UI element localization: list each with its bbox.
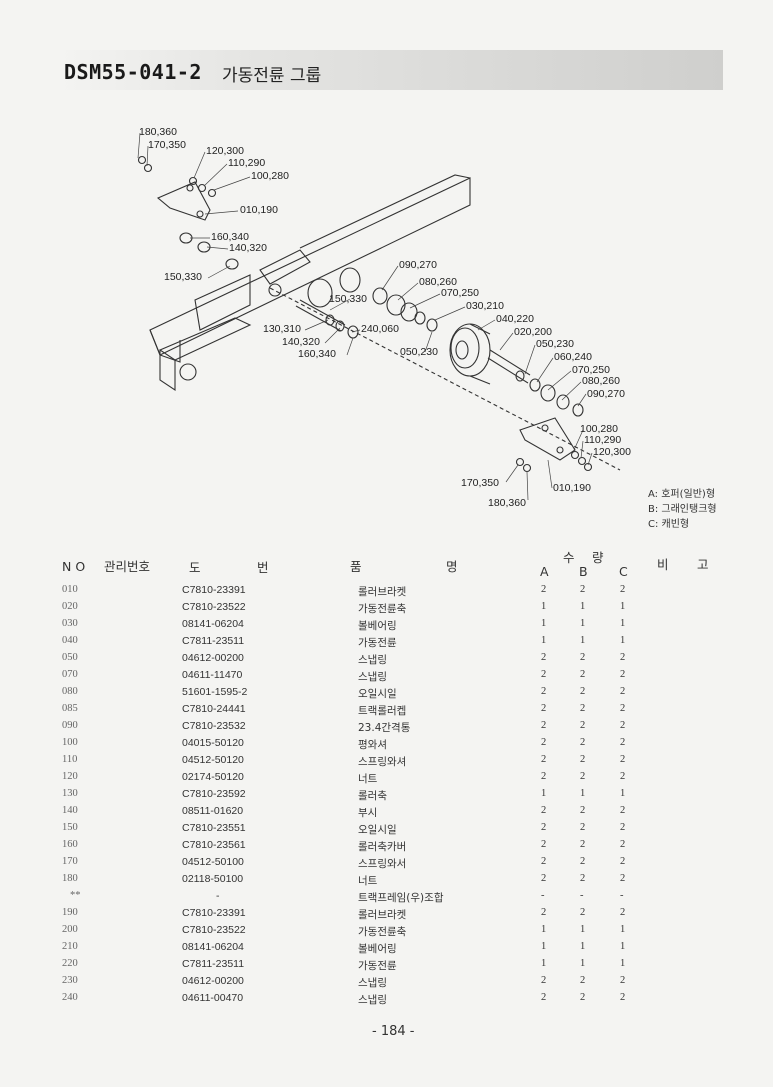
callout-label: 160,340 bbox=[211, 231, 249, 243]
callout-label: 080,260 bbox=[419, 276, 457, 288]
callout-label: 240,060 bbox=[361, 323, 399, 335]
callout-label: 070,250 bbox=[572, 364, 610, 376]
variant-legend: A: 호퍼(일반)형 B: 그래인탱크형 C: 캐빈형 bbox=[648, 487, 717, 532]
callout-label: 090,270 bbox=[399, 259, 437, 271]
exploded-diagram bbox=[137, 132, 621, 501]
callout-label: 050,230 bbox=[536, 338, 574, 350]
roller-bracket-bottom bbox=[519, 417, 576, 461]
legend-c: C: 캐빈형 bbox=[648, 519, 690, 530]
header-col-b: B bbox=[579, 564, 588, 579]
callout-label: 070,250 bbox=[441, 287, 479, 299]
callout-label: 120,300 bbox=[206, 145, 244, 157]
callout-label: 170,350 bbox=[148, 139, 186, 151]
header-col-a: A bbox=[540, 564, 549, 579]
callout-label: 080,260 bbox=[582, 375, 620, 387]
callout-label: 030,210 bbox=[466, 300, 504, 312]
callout-label: 020,200 bbox=[514, 326, 552, 338]
callout-label: 040,220 bbox=[496, 313, 534, 325]
legend-b: B: 그래인탱크형 bbox=[648, 504, 717, 515]
group-code: DSM55-041-2 bbox=[64, 60, 202, 84]
header-drawing-1: 도 bbox=[189, 560, 201, 575]
callout-label: 120,300 bbox=[593, 446, 631, 458]
header-remarks-1: 비 bbox=[657, 557, 669, 572]
group-name: 가동전륜 그룹 bbox=[222, 66, 322, 86]
callout-label: 090,270 bbox=[587, 388, 625, 400]
callout-label: 150,330 bbox=[164, 271, 202, 283]
header-name-2: 명 bbox=[446, 559, 458, 574]
header-col-c: C bbox=[619, 564, 628, 579]
header-qty-1: 수 bbox=[563, 550, 575, 565]
frame-box bbox=[158, 317, 252, 361]
header-qty-2: 량 bbox=[592, 550, 604, 565]
callout-label: 100,280 bbox=[580, 423, 618, 435]
callout-label: 180,360 bbox=[488, 497, 526, 509]
page-number: - 184 - bbox=[372, 1024, 415, 1039]
callout-label: 180,360 bbox=[139, 126, 177, 138]
callout-label: 170,350 bbox=[461, 477, 499, 489]
header-band bbox=[58, 50, 723, 90]
callout-label: 140,320 bbox=[229, 242, 267, 254]
callout-label: 130,310 bbox=[263, 323, 301, 335]
table-row: **-트랙프레임(우)조합--- bbox=[70, 890, 624, 904]
header-name-1: 품 bbox=[350, 559, 362, 574]
header-no: N O bbox=[62, 559, 86, 574]
header-remarks-2: 고 bbox=[697, 557, 709, 572]
callout-label: 160,340 bbox=[298, 348, 336, 360]
callout-label: 110,290 bbox=[228, 157, 266, 169]
header-mgmt-no: 관리번호 bbox=[104, 559, 151, 574]
callout-label: 150,330 bbox=[329, 293, 367, 305]
roller-bracket-top bbox=[156, 181, 211, 221]
callout-label: 010,190 bbox=[553, 482, 591, 494]
callout-label: 110,290 bbox=[584, 434, 622, 446]
frame-hole bbox=[179, 363, 197, 381]
callout-label: 010,190 bbox=[240, 204, 278, 216]
callout-label: 050,230 bbox=[400, 346, 438, 358]
callout-label: 140,320 bbox=[282, 336, 320, 348]
legend-a: A: 호퍼(일반)형 bbox=[648, 489, 716, 500]
callout-label: 100,280 bbox=[251, 170, 289, 182]
callout-label: 060,240 bbox=[554, 351, 592, 363]
header-drawing-2: 번 bbox=[257, 560, 269, 575]
